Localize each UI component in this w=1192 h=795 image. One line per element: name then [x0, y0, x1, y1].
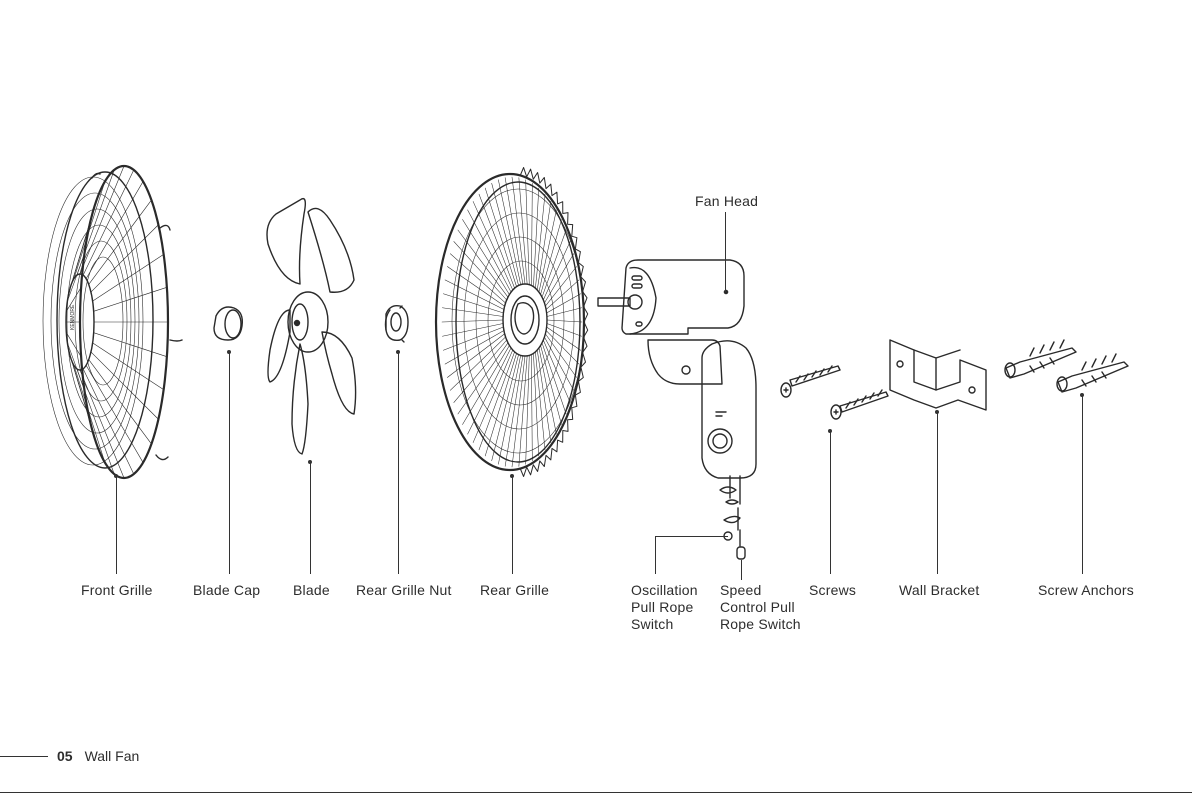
- label-speed-switch: Speed Control Pull Rope Switch: [720, 582, 801, 633]
- leader-dot-rear-grille-nut: [396, 350, 400, 354]
- blade-drawing: [267, 199, 356, 454]
- svg-text:KENMORE: KENMORE: [70, 304, 76, 330]
- section-title: Wall Fan: [85, 748, 140, 764]
- leader-oscillation-v: [655, 536, 656, 574]
- leader-blade: [310, 463, 311, 574]
- label-blade: Blade: [293, 582, 330, 599]
- leader-screws: [830, 432, 831, 574]
- bottom-rule: [0, 792, 1192, 793]
- label-front-grille: Front Grille: [81, 582, 153, 599]
- leader-screw-anchors: [1082, 396, 1083, 574]
- label-wall-bracket: Wall Bracket: [899, 582, 979, 599]
- leader-dot-front-grille: [114, 474, 118, 478]
- page-number: 05: [57, 748, 73, 764]
- leader-blade-cap: [229, 353, 230, 574]
- page-footer: 05 Wall Fan: [0, 744, 139, 768]
- footer-rule: [0, 756, 48, 757]
- label-screw-anchors: Screw Anchors: [1038, 582, 1134, 599]
- label-screws: Screws: [809, 582, 856, 599]
- label-rear-grille: Rear Grille: [480, 582, 549, 599]
- label-fan-head: Fan Head: [695, 193, 758, 210]
- leader-dot-rear-grille: [510, 474, 514, 478]
- rear-grille-nut-drawing: [386, 306, 409, 342]
- label-blade-cap: Blade Cap: [193, 582, 260, 599]
- leader-dot-screws: [828, 429, 832, 433]
- leader-dot-wall-bracket: [935, 410, 939, 414]
- label-oscillation-switch: Oscillation Pull Rope Switch: [631, 582, 698, 633]
- leader-front-grille: [116, 477, 117, 574]
- leader-rear-grille-nut: [398, 353, 399, 574]
- screws-drawing: [781, 366, 888, 419]
- label-rear-grille-nut: Rear Grille Nut: [356, 582, 452, 599]
- blade-cap-drawing: [214, 307, 242, 340]
- screw-anchors-drawing: [1005, 340, 1128, 392]
- leader-oscillation-h: [655, 536, 728, 537]
- leader-dot-screw-anchors: [1080, 393, 1084, 397]
- leader-speed: [741, 560, 742, 580]
- leader-dot-blade-cap: [227, 350, 231, 354]
- leader-dot-blade: [308, 460, 312, 464]
- fan-head-drawing: [598, 260, 756, 559]
- rear-grille-drawing: [436, 168, 588, 477]
- leader-fan-head: [725, 212, 726, 292]
- front-grille-drawing: KENMORE: [43, 166, 182, 478]
- leader-wall-bracket: [937, 413, 938, 574]
- leader-rear-grille: [512, 477, 513, 574]
- wall-bracket-drawing: [890, 340, 986, 410]
